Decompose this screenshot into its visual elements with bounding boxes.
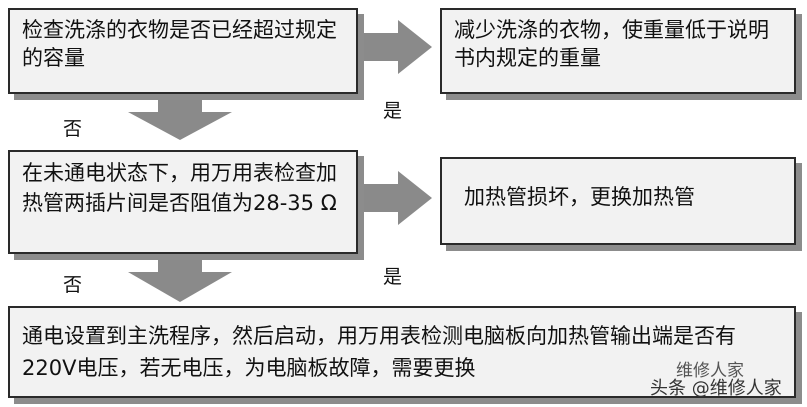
watermark-bottom: 头条 @维修人家 xyxy=(650,378,782,399)
node-replace-heater: 加热管损坏，更换加热管 xyxy=(440,157,796,245)
watermark-top: 维修人家 xyxy=(676,361,744,381)
edge-label-no-2: 否 xyxy=(63,274,83,296)
edge-label-yes-2: 是 xyxy=(383,266,403,288)
node-check-load: 检查洗涤的衣物是否已经超过规定的容量 xyxy=(8,8,358,94)
node-check-heater: 在未通电状态下，用万用表检查加热管两插片间是否阻值为28-35 Ω xyxy=(8,150,358,254)
arrow-no-1 xyxy=(128,96,232,140)
arrow-yes-1 xyxy=(363,20,432,74)
edge-label-yes-1: 是 xyxy=(383,100,403,122)
arrow-yes-2 xyxy=(363,171,432,225)
node-check-board: 通电设置到主洗程序，然后启动，用万用表检测电脑板向加热管输出端是否有220V电压… xyxy=(8,306,796,398)
node-reduce-load: 减少洗涤的衣物，使重量低于说明书内规定的重量 xyxy=(440,8,796,94)
arrow-no-2 xyxy=(128,256,232,302)
edge-label-no-1: 否 xyxy=(63,118,83,140)
